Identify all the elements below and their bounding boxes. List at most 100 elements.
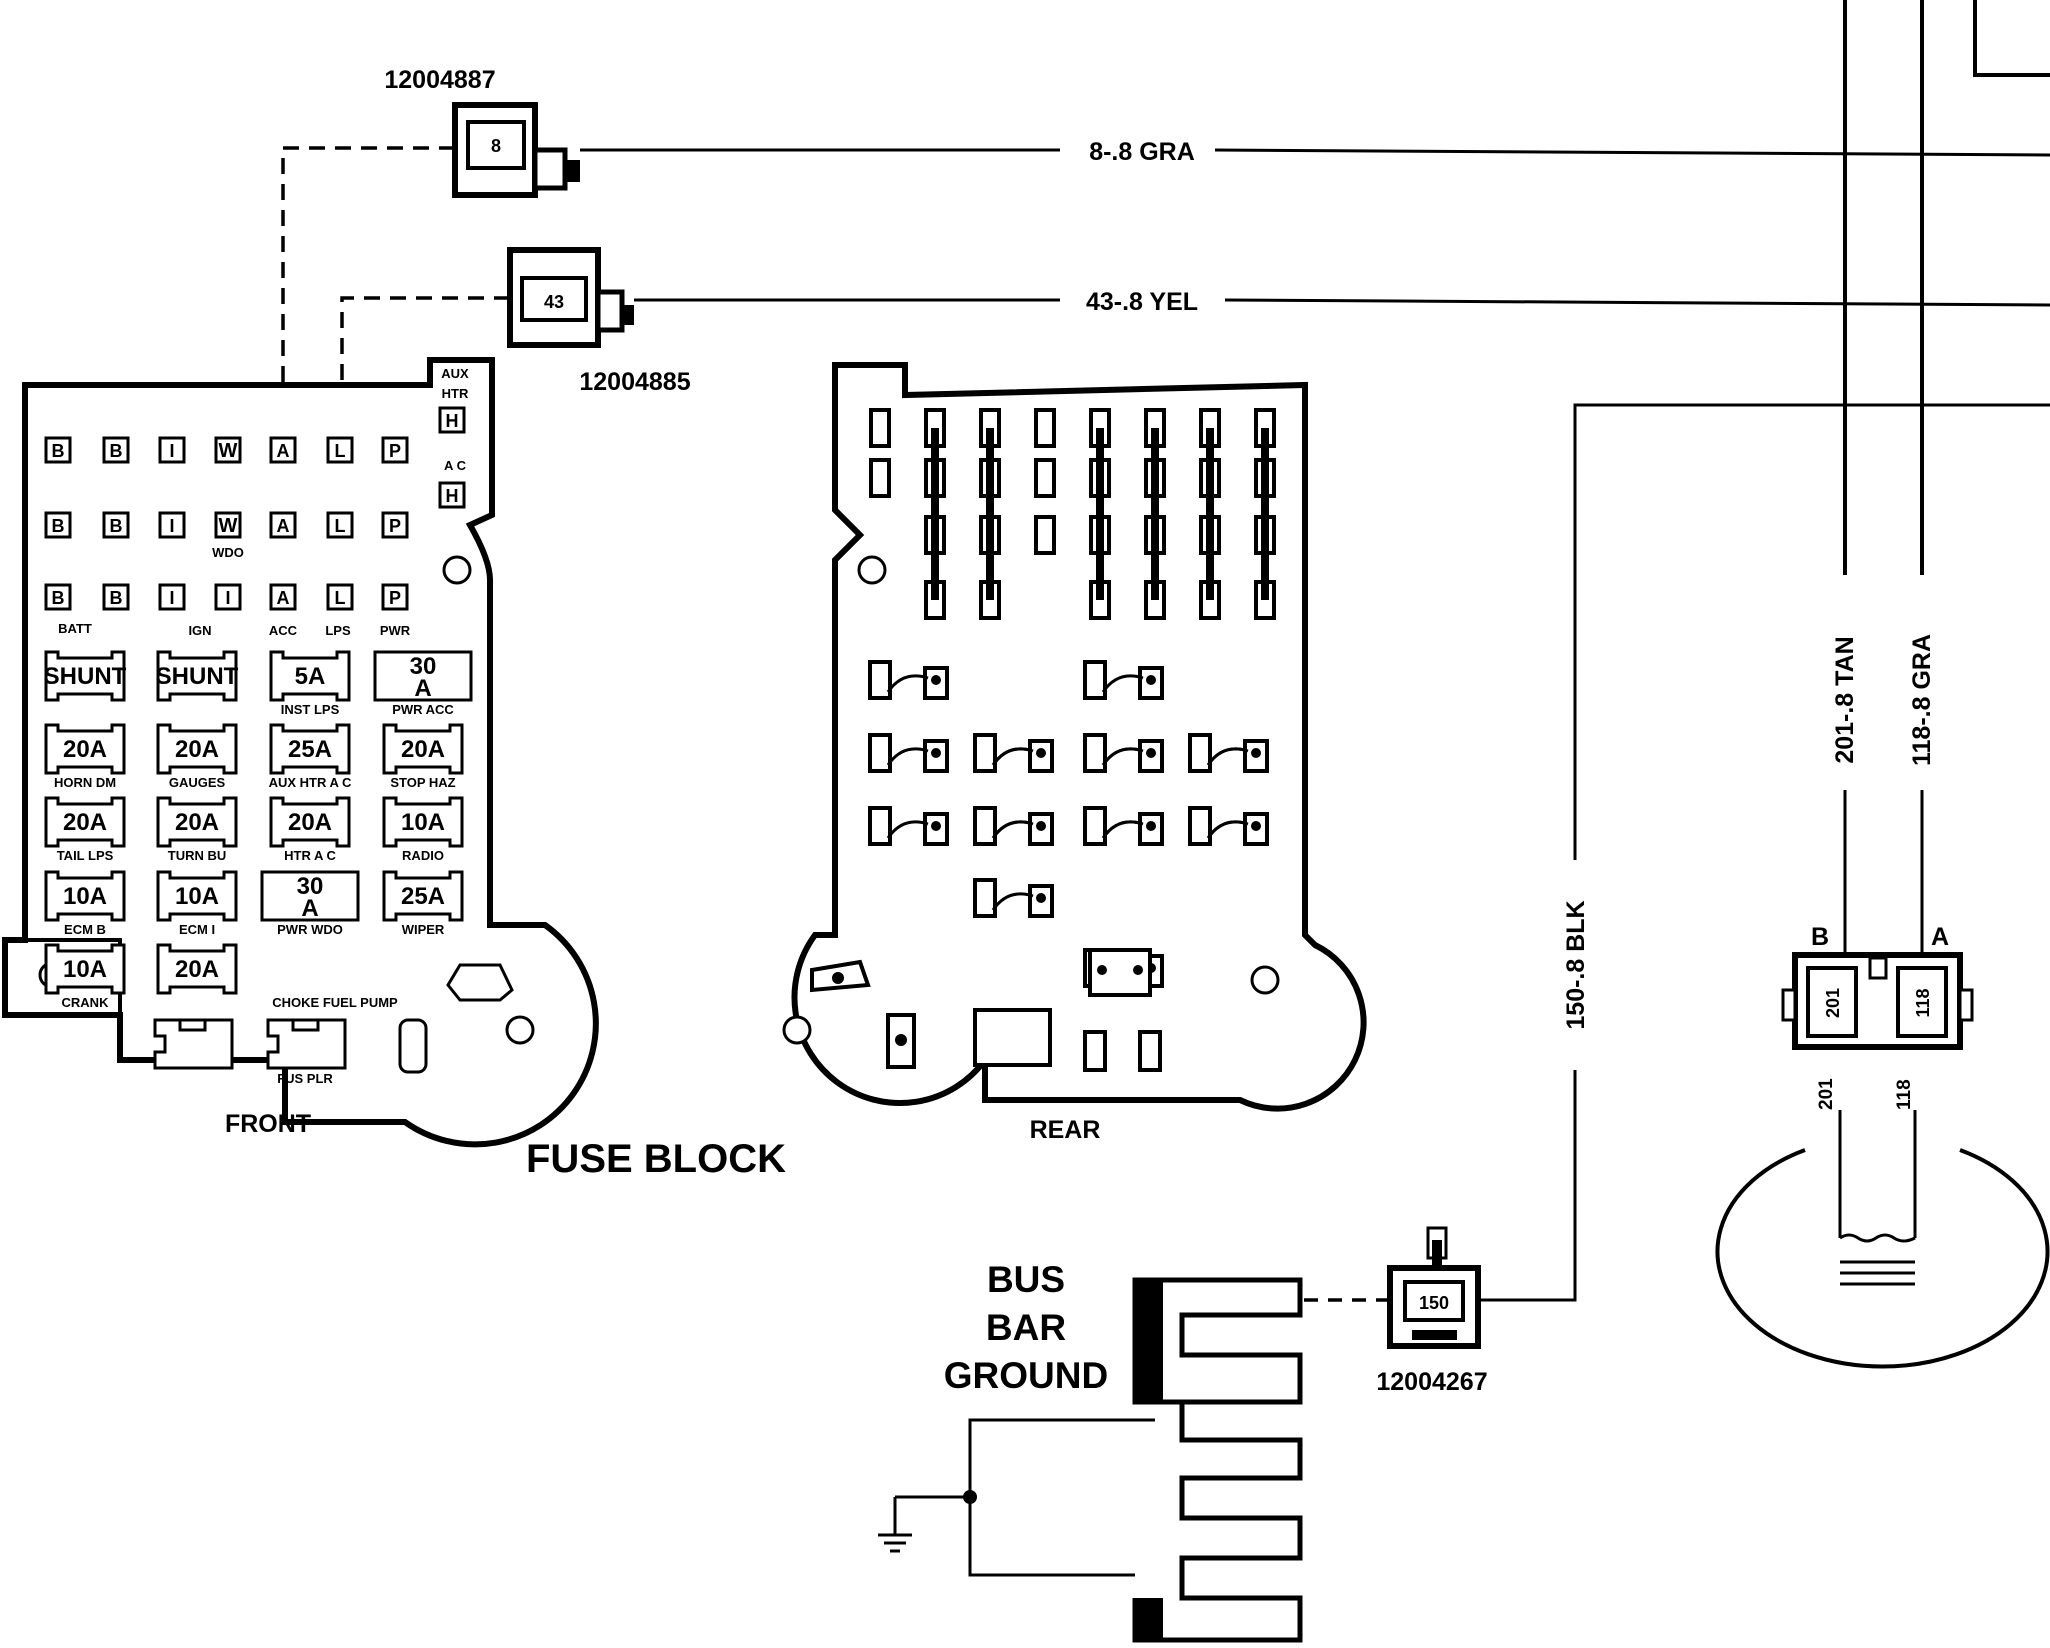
harness-label-201: 201	[1816, 1078, 1837, 1110]
pin-a-label: A	[1931, 923, 1949, 951]
slot-0-2: I	[158, 436, 186, 464]
connector-part-number: 12004267	[1376, 1368, 1487, 1396]
fuse-circuit-label: ECM I	[179, 922, 215, 937]
slot-0-5: L	[326, 436, 354, 464]
slot-letter: I	[169, 588, 174, 608]
slot-letter: W	[219, 440, 238, 462]
fuse-value: 5A	[295, 663, 326, 690]
fuse-circuit-label: HTR A C	[284, 848, 336, 863]
rear-title: REAR	[1030, 1116, 1101, 1144]
aux-htr-label-1: AUX	[441, 366, 469, 381]
slot-2-6: P	[381, 583, 409, 611]
fuse-circuit-label: INST LPS	[281, 702, 340, 717]
slot-letter: P	[389, 588, 401, 608]
top-label-acc: ACC	[269, 623, 298, 638]
rear-terminal	[1083, 660, 1107, 700]
slot-1-2: I	[158, 511, 186, 539]
rear-tab	[1083, 1030, 1107, 1072]
rear-terminal	[1188, 806, 1212, 846]
aux-htr-slot: H	[446, 411, 459, 431]
slot-letter: I	[169, 441, 174, 461]
fuse-2: 5A INST LPS	[269, 650, 351, 717]
slot-0-4: A	[269, 436, 297, 464]
fuse-circuit-label: STOP HAZ	[390, 775, 455, 790]
fuse-circuit-label: WIPER	[402, 922, 445, 937]
top-label-ign: IGN	[188, 623, 211, 638]
bus-bar-ground: BUS BAR GROUND	[878, 1259, 1303, 1643]
rear-terminal	[869, 458, 891, 498]
fuse-value-unit: A	[414, 675, 431, 702]
rear-rivet	[1251, 748, 1261, 758]
wire-label-150: 150-.8 BLK	[1562, 900, 1590, 1029]
slot-letter: A	[277, 588, 290, 608]
slot-0-6: P	[381, 436, 409, 464]
rear-terminal	[1083, 806, 1107, 846]
slot-letter: B	[52, 441, 65, 461]
slot-2-3: I	[214, 583, 242, 611]
rear-jumper	[1206, 820, 1249, 839]
wire-150	[1573, 403, 2050, 860]
rear-rivet	[1036, 748, 1046, 758]
slot-letter: L	[335, 516, 346, 536]
fuse-circuit-label: TURN BU	[168, 848, 227, 863]
ac-label: A C	[444, 458, 467, 473]
slot-letter: B	[110, 516, 123, 536]
fuse-0: SHUNT	[44, 650, 127, 702]
slot-1-6: P	[381, 511, 409, 539]
rear-jumper	[886, 820, 929, 839]
slot-1-3: W	[214, 511, 242, 539]
fuse-value: 30	[410, 653, 437, 680]
rear-tab	[1138, 1030, 1162, 1072]
fuse-value-unit: A	[301, 895, 318, 922]
pin-b-label: B	[1811, 923, 1829, 951]
front-title: FRONT	[225, 1110, 311, 1138]
wire-label-8: 8-.8 GRA	[1089, 138, 1195, 166]
harness-label-118: 118	[1894, 1079, 1915, 1110]
rear-terminal	[868, 806, 892, 846]
fuse-8: 20A TAIL LPS	[44, 796, 126, 863]
fuse-value: 25A	[288, 736, 332, 763]
rear-jumper	[991, 820, 1034, 839]
rear-terminal	[869, 408, 891, 448]
rear-fuse-block: REAR	[782, 362, 1367, 1144]
fuse-value: 20A	[401, 736, 445, 763]
rear-jumper	[886, 674, 929, 693]
rear-terminal	[973, 733, 997, 773]
connector-part-number: 12004887	[384, 66, 495, 94]
slot-1-5: L	[326, 511, 354, 539]
bus-bar-label-3: GROUND	[944, 1355, 1108, 1396]
rear-terminals	[810, 408, 1276, 1072]
rear-shunt	[1088, 948, 1152, 997]
slot-2-5: L	[326, 583, 354, 611]
slot-2-2: I	[158, 583, 186, 611]
fuse-value: 10A	[401, 809, 445, 836]
fuse-6: 25A AUX HTR A C	[269, 723, 352, 790]
rear-terminal	[868, 660, 892, 700]
slot-letter: P	[389, 441, 401, 461]
rear-jumper	[1101, 674, 1144, 693]
rear-terminal	[973, 806, 997, 846]
fuse-7: 20A STOP HAZ	[382, 723, 464, 790]
connector-12004267: 150 12004267	[1376, 1226, 1488, 1396]
fuse-block-title: FUSE BLOCK	[526, 1137, 786, 1181]
slot-letter: B	[110, 441, 123, 461]
rear-jumper	[1101, 820, 1144, 839]
slot-2-4: A	[269, 583, 297, 611]
fuse-circuit-label: TAIL LPS	[57, 848, 114, 863]
slot-letter: A	[277, 516, 290, 536]
rear-rivet	[1146, 821, 1156, 831]
rear-terminal	[1034, 458, 1056, 498]
fuse-circuit-label: AUX HTR A C	[269, 775, 352, 790]
fuse-value: 20A	[63, 809, 107, 836]
